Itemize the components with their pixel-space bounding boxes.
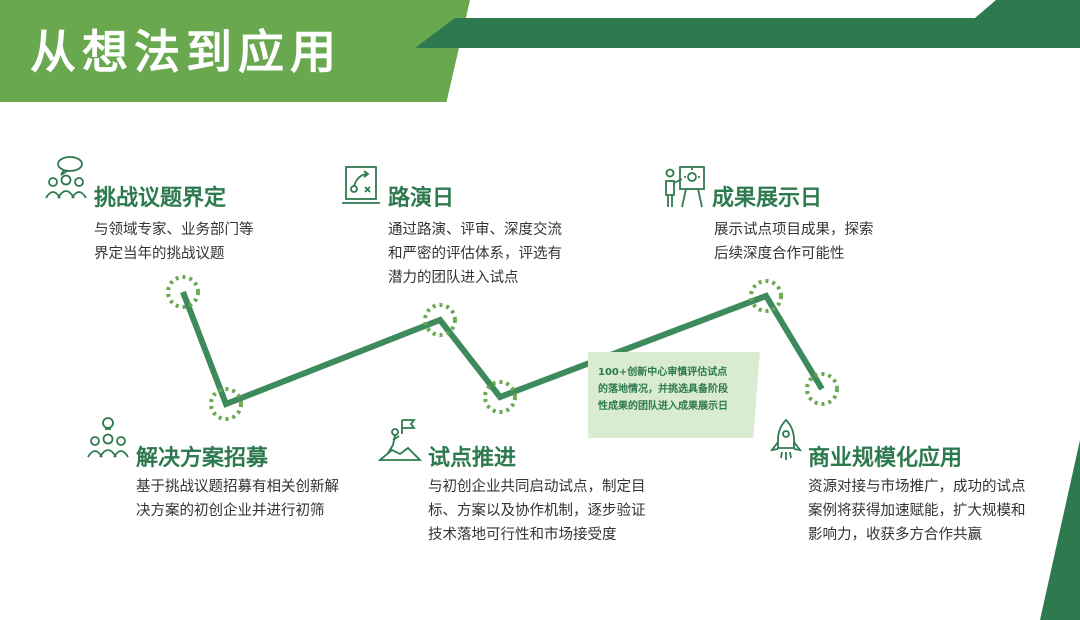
note-text: 100+创新中心审慎评估试点 的落地情况，并挑选具备阶段 性成果的团队进入成果展… <box>598 364 748 415</box>
top-decor-stripe <box>415 18 1080 48</box>
title-banner <box>0 0 470 102</box>
mountain-flag-icon <box>378 419 422 461</box>
stage-6-desc-line: 影响力，收获多方合作共赢 <box>808 527 982 543</box>
timeline-node-5 <box>749 279 783 313</box>
stage-5-desc: 展示试点项目成果，探索 后续深度合作可能性 <box>714 218 874 266</box>
note-line: 的落地情况，并挑选具备阶段 <box>598 384 728 395</box>
note-box <box>588 352 760 438</box>
stage-2-desc-line: 基于挑战议题招募有相关创新解 <box>136 479 339 495</box>
stage-2-title: 解决方案招募 <box>136 446 269 471</box>
stage-1-title: 挑战议题界定 <box>94 186 227 211</box>
stage-3-desc-line: 通过路演、评审、深度交流 <box>388 222 562 238</box>
stage-5-title: 成果展示日 <box>712 186 823 211</box>
stage-3-desc: 通过路演、评审、深度交流 和严密的评估体系，评选有 潜力的团队进入试点 <box>388 218 562 290</box>
timeline-node-6 <box>805 372 839 406</box>
stage-3-title: 路演日 <box>388 186 455 211</box>
discussion-group-icon <box>45 156 87 199</box>
presenter-board-icon <box>665 166 705 208</box>
stage-6-desc-line: 资源对接与市场推广，成功的试点 <box>808 479 1026 495</box>
stage-4-desc-line: 与初创企业共同启动试点，制定目 <box>428 479 646 495</box>
timeline-node-4 <box>483 380 517 414</box>
stage-6-desc: 资源对接与市场推广，成功的试点 案例将获得加速赋能，扩大规模和 影响力，收获多方… <box>808 475 1026 547</box>
stage-4-desc-line: 标、方案以及协作机制，逐步验证 <box>428 503 646 519</box>
stage-3-desc-line: 和严密的评估体系，评选有 <box>388 246 562 262</box>
timeline-node-2 <box>209 387 243 421</box>
rocket-icon <box>769 418 803 460</box>
timeline-node-3 <box>423 303 457 337</box>
stage-4-title: 试点推进 <box>428 446 517 471</box>
stage-2-desc-line: 决方案的初创企业并进行初筛 <box>136 503 325 519</box>
stage-5-desc-line: 展示试点项目成果，探索 <box>714 222 874 238</box>
stage-1-desc: 与领域专家、业务部门等 界定当年的挑战议题 <box>94 218 254 266</box>
stage-4-desc: 与初创企业共同启动试点，制定目 标、方案以及协作机制，逐步验证 技术落地可行性和… <box>428 475 646 547</box>
top-corner-stripe <box>975 0 1080 18</box>
stage-6-title: 商业规模化应用 <box>808 446 963 471</box>
page-title: 从想法到应用 <box>30 25 342 79</box>
stage-1-desc-line: 界定当年的挑战议题 <box>94 246 225 262</box>
stage-6-desc-line: 案例将获得加速赋能，扩大规模和 <box>808 503 1026 519</box>
idea-team-icon <box>87 417 129 458</box>
strategy-board-icon <box>342 166 380 204</box>
stage-2-desc: 基于挑战议题招募有相关创新解 决方案的初创企业并进行初筛 <box>136 475 339 523</box>
stage-5-desc-line: 后续深度合作可能性 <box>714 246 845 262</box>
stage-3-desc-line: 潜力的团队进入试点 <box>388 270 519 286</box>
note-line: 性成果的团队进入成果展示日 <box>598 401 728 412</box>
note-line: 100+创新中心审慎评估试点 <box>598 367 728 378</box>
timeline-node-1 <box>166 275 200 309</box>
stage-1-desc-line: 与领域专家、业务部门等 <box>94 222 254 238</box>
stage-4-desc-line: 技术落地可行性和市场接受度 <box>428 527 617 543</box>
